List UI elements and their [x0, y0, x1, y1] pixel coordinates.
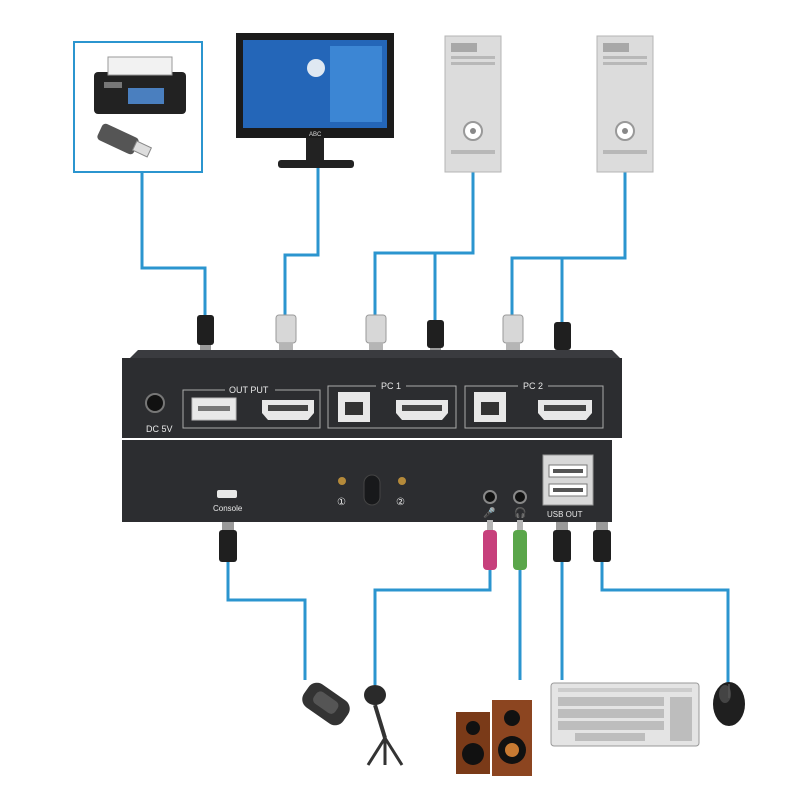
bottom-connectors [219, 520, 611, 570]
mini-usb-console-port [217, 490, 237, 498]
kvm-rear-panel: DC 5V OUT PUT PC 1 PC 2 [122, 350, 622, 438]
mic-plug [483, 520, 497, 570]
switch-button [363, 474, 381, 506]
microphone-icon [364, 685, 404, 766]
monitor-brand: ABC [309, 132, 322, 138]
usb-plug-mouse [593, 522, 611, 562]
keyboard-icon [550, 682, 700, 747]
headphone-plug [513, 520, 527, 570]
cable-microphone [373, 570, 492, 685]
pc2-group-label: PC 2 [523, 381, 543, 391]
cable-monitor [283, 168, 320, 318]
pc-tower-icon-2 [596, 35, 654, 173]
headphone-jack [513, 490, 527, 504]
cable-mouse [600, 560, 730, 685]
microphone-jack-icon: 🎤 [483, 506, 496, 519]
speakers-icon [456, 700, 532, 776]
cable-printer [140, 172, 207, 318]
dc-label: DC 5V [146, 424, 173, 434]
dc-jack [145, 393, 165, 413]
led-pc1 [338, 477, 346, 485]
headphone-jack-icon: 🎧 [514, 506, 526, 519]
pc-tower-icon-1 [444, 35, 502, 173]
usb-out-ports [542, 454, 594, 506]
cable-console [226, 560, 307, 680]
wired-remote-icon [302, 682, 350, 726]
pc1-group-label: PC 1 [381, 381, 401, 391]
printer-icon [94, 56, 186, 114]
usb-out-label: USB OUT [547, 510, 583, 519]
mouse-icon [713, 682, 745, 726]
cables [140, 168, 730, 685]
cable-pc1 [373, 172, 475, 320]
output-group-label: OUT PUT [229, 385, 269, 395]
mini-usb-plug-console [219, 522, 237, 562]
led-pc2 [398, 477, 406, 485]
kvm-front-panel: Console ① ② 🎤 🎧 USB OUT [122, 440, 612, 522]
usb-plug-keyboard [553, 522, 571, 562]
mic-jack [483, 490, 497, 504]
console-label: Console [213, 504, 243, 513]
led1-label: ① [337, 497, 346, 508]
usb-drive-icon [97, 123, 153, 158]
led2-label: ② [396, 497, 405, 508]
monitor-icon: ABC [236, 33, 394, 168]
cable-pc2 [510, 172, 627, 322]
